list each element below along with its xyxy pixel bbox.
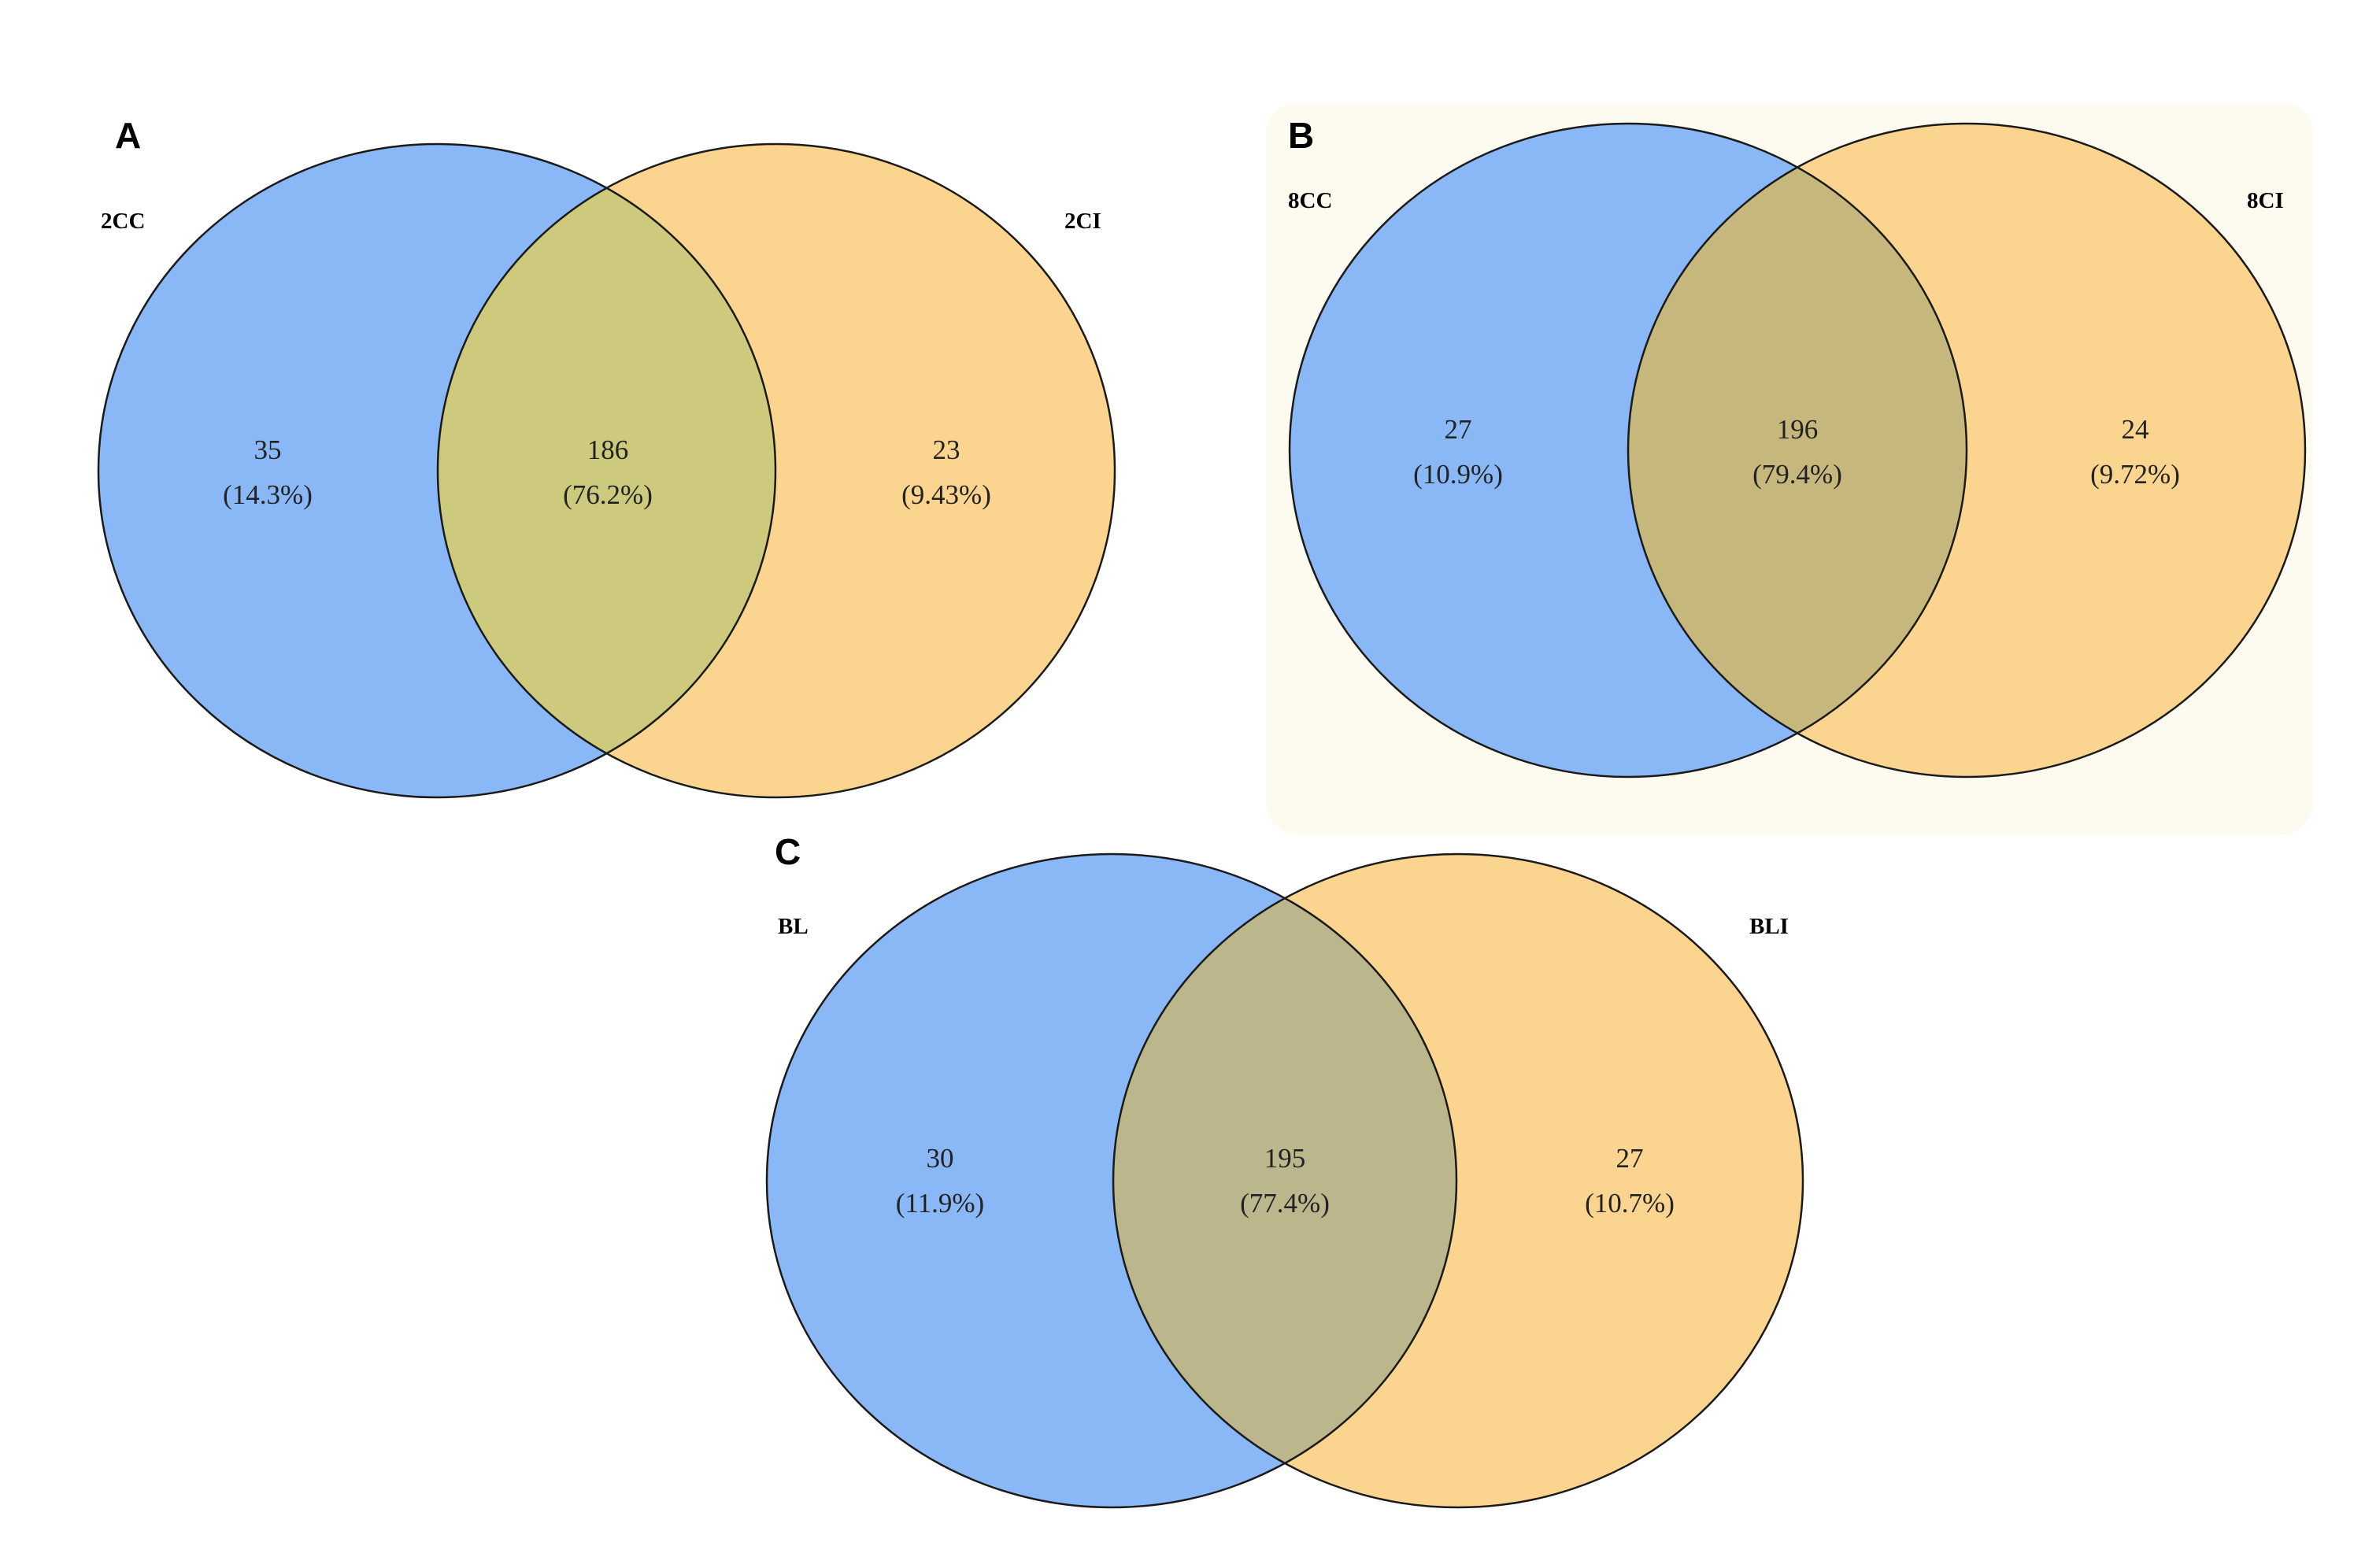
right-only-percent: (9.43%) <box>901 479 991 510</box>
set-left-label: 8CC <box>1288 188 1332 213</box>
venn-panel-b: B 8CC 8CI 27 (10.9%) 196 (79.4%) 24 (9.7… <box>1288 115 2307 778</box>
intersection-count: 196 <box>1777 414 1819 445</box>
right-only-count: 24 <box>2122 414 2149 445</box>
intersection-percent: (79.4%) <box>1752 459 1842 490</box>
left-only-count: 30 <box>927 1143 954 1174</box>
right-only-percent: (10.7%) <box>1585 1188 1675 1219</box>
left-only-percent: (11.9%) <box>896 1188 984 1219</box>
set-right-outline <box>436 142 1116 799</box>
panel-letter: A <box>115 115 141 156</box>
right-only-percent: (9.72%) <box>2090 459 2180 490</box>
left-only-count: 27 <box>1445 414 1472 445</box>
set-left-outline <box>1288 122 1968 778</box>
intersection-percent: (76.2%) <box>563 479 653 510</box>
intersection-region <box>1113 854 1456 1507</box>
intersection-region <box>438 144 775 797</box>
venn-panel-c: C BL BLI 30 (11.9%) 195 (77.4%) 27 (10.7… <box>765 831 1804 1509</box>
intersection-region <box>1628 124 1967 777</box>
intersection-count: 186 <box>587 435 629 465</box>
set-left-label: BL <box>778 914 809 939</box>
intersection-count: 195 <box>1264 1143 1306 1174</box>
panel-letter: C <box>775 831 801 872</box>
set-right-label: BLI <box>1749 914 1789 939</box>
set-left-outline <box>97 142 777 799</box>
intersection-percent: (77.4%) <box>1240 1188 1330 1219</box>
set-right-outline <box>1627 122 2307 778</box>
panel-letter: B <box>1288 115 1314 156</box>
left-only-count: 35 <box>254 435 282 465</box>
set-left-outline <box>765 852 1458 1509</box>
left-only-percent: (10.9%) <box>1413 459 1503 490</box>
set-right-label: 2CI <box>1064 209 1101 234</box>
right-only-count: 27 <box>1616 1143 1644 1174</box>
left-only-percent: (14.3%) <box>223 479 313 510</box>
set-right-outline <box>1112 852 1804 1509</box>
set-left-label: 2CC <box>101 209 145 234</box>
set-right-label: 8CI <box>2247 188 2284 213</box>
venn-panel-a: A 2CC 2CI 35 (14.3%) 186 (76.2%) 23 (9.4… <box>97 115 1116 799</box>
right-only-count: 23 <box>933 435 960 465</box>
